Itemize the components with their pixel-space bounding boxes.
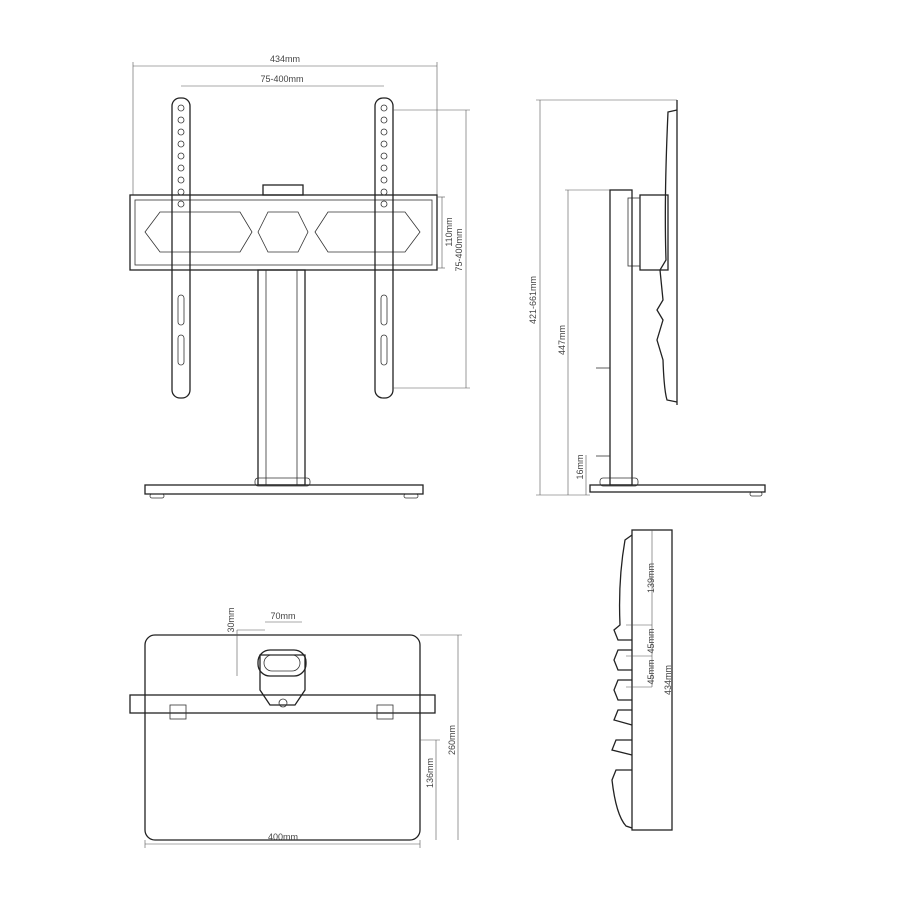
- slot-depth-label: 30mm: [226, 607, 236, 632]
- mount-plate: [129, 194, 438, 271]
- notch-spacing-1-label: 45mm: [646, 628, 656, 653]
- base-side-view: 139mm 45mm 45mm 434mm: [611, 529, 673, 831]
- left-arm: [171, 97, 191, 399]
- slot-width-label: 70mm: [270, 611, 295, 621]
- side-column: [609, 189, 633, 486]
- offset-label: 136mm: [425, 758, 435, 788]
- cross-bar: [129, 694, 436, 714]
- base: [144, 484, 424, 495]
- side-view: 421-661mm 447mm 16mm: [528, 99, 766, 497]
- width-label: 434mm: [270, 54, 300, 64]
- vesa-h-label: 75-400mm: [260, 74, 303, 84]
- length-label: 434mm: [663, 665, 673, 695]
- base-width-label: 400mm: [268, 832, 298, 842]
- base-depth-label: 260mm: [447, 725, 457, 755]
- top-view: 30mm 70mm 260mm 136mm 400mm: [129, 607, 462, 848]
- base-plate-top: [144, 634, 421, 841]
- front-view: 434mm 75-400mm 110mm 75-400mm: [129, 54, 470, 499]
- vesa-v-label: 75-400mm: [454, 228, 464, 271]
- column: [257, 269, 306, 486]
- tv-panel: [656, 109, 678, 403]
- right-arm: [374, 97, 394, 399]
- base-height-label: 16mm: [575, 454, 585, 479]
- height-range-label: 421-661mm: [528, 276, 538, 324]
- first-notch-label: 139mm: [646, 563, 656, 593]
- notch-spacing-2-label: 45mm: [646, 659, 656, 684]
- plate-height-label: 110mm: [444, 217, 454, 246]
- column-height-label: 447mm: [557, 325, 567, 355]
